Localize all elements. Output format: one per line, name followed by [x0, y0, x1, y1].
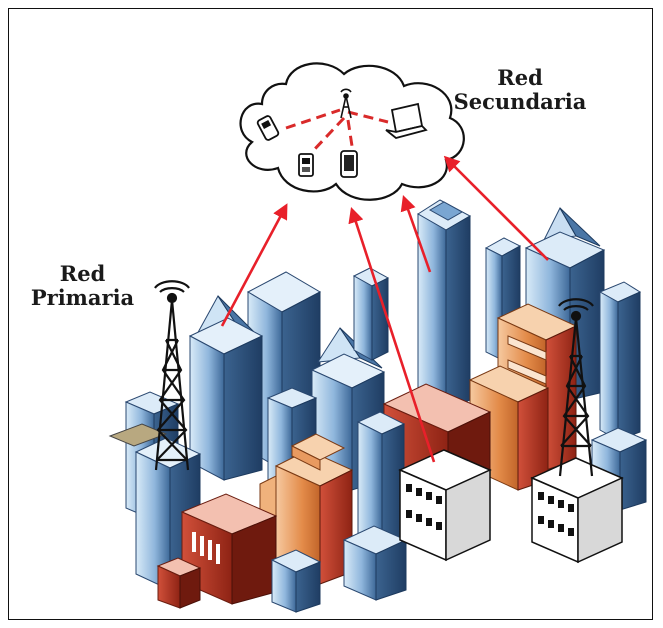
- tower-icon: [340, 88, 352, 119]
- building-icon: [398, 449, 492, 562]
- primary-network-label-line1: Red: [59, 261, 106, 286]
- primary-network-label: Red Primaria: [20, 262, 145, 310]
- building-icon: [156, 557, 202, 609]
- signal-arrows: [220, 155, 549, 463]
- building-icon: [108, 423, 168, 447]
- cellphone-icon: [256, 115, 280, 141]
- smartphone-icon: [340, 150, 358, 178]
- city-buildings: [108, 199, 648, 613]
- primary-network-label-line2: Primaria: [30, 285, 135, 310]
- building-icon: [352, 267, 390, 361]
- laptop-icon: [385, 102, 428, 139]
- tower-icon: [558, 298, 594, 477]
- tower-icon: [154, 280, 190, 471]
- building-icon: [188, 295, 264, 481]
- secondary-network-label-line2: Secundaria: [453, 89, 587, 114]
- building-icon: [342, 525, 408, 601]
- building-icon: [530, 457, 624, 564]
- building-icon: [417, 199, 472, 411]
- cellphone-icon: [298, 153, 314, 177]
- secondary-network-label-line1: Red: [497, 65, 543, 90]
- building-icon: [598, 281, 642, 441]
- cloud-links: [285, 108, 389, 154]
- building-icon: [270, 549, 322, 613]
- secondary-network-label: Red Secundaria: [440, 66, 600, 114]
- building-icon: [356, 411, 406, 561]
